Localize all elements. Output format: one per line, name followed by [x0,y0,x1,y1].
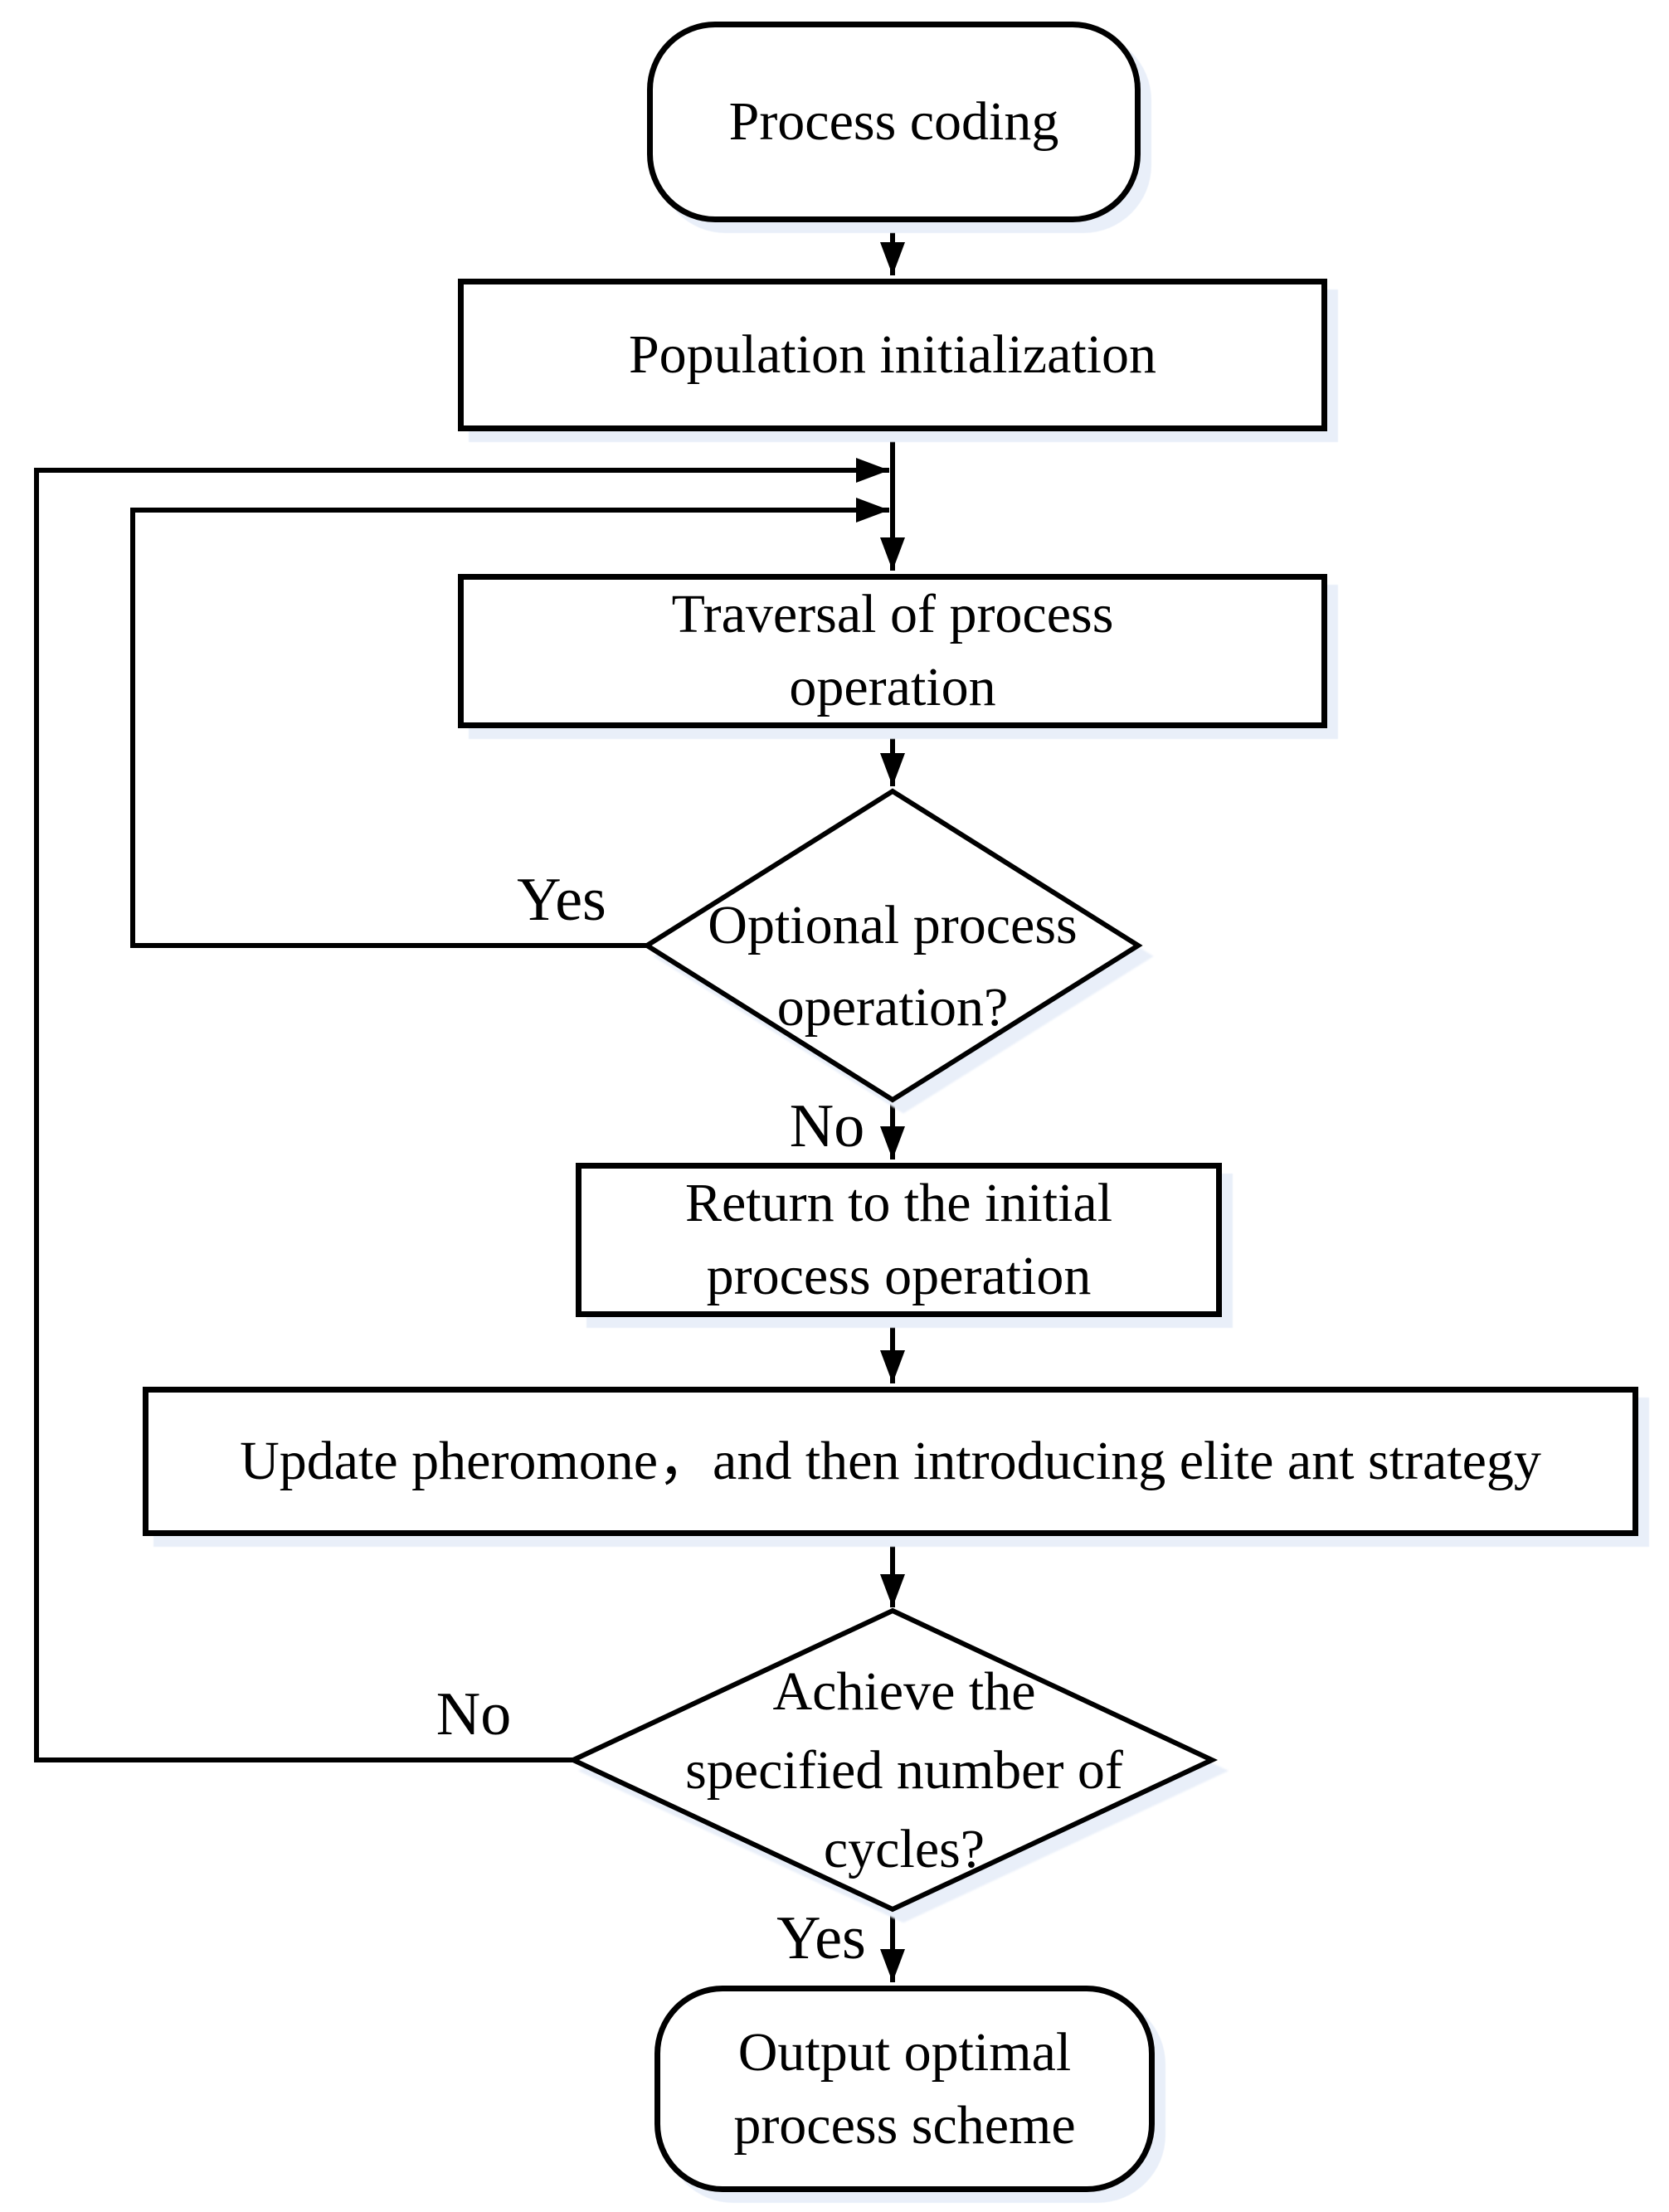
traversal-node: Traversal of process operation [458,574,1327,728]
update-pheromone-node: Update pheromone，and then introducing el… [143,1387,1638,1536]
decision1-line1: Optional process [708,895,1078,955]
process-coding-node: Process coding [647,22,1141,222]
decision1-no-label: No [789,1092,865,1160]
process-coding-label: Process coding [728,91,1059,153]
update-pheromone-label: Update pheromone，and then introducing el… [240,1431,1541,1492]
traversal-line1: Traversal of process [671,584,1114,645]
output-scheme-node: Output optimal process scheme [654,1986,1155,2192]
population-initialization-label: Population initialization [628,324,1157,386]
decision1-diamond [642,788,1143,1103]
output-scheme-label: Output optimal process scheme [733,2016,1075,2162]
return-initial-line1: Return to the initial [684,1173,1113,1234]
edge-decision1-yes-loop [130,498,889,948]
decision2-yes-label: Yes [776,1904,866,1972]
decision2-label: Achieve the specified number of cycles? [572,1652,1236,1889]
output-scheme-line2: process scheme [733,2094,1076,2156]
decision2-diamond [567,1607,1219,1913]
output-scheme-line1: Output optimal [737,2021,1072,2083]
decision2-line2: specified number of [685,1740,1123,1801]
decision1-label: Optional process operation? [577,884,1208,1048]
return-initial-line2: process operation [706,1246,1092,1306]
return-initial-label: Return to the initial process operation [685,1167,1112,1313]
decision2-no-label: No [435,1680,512,1748]
decision1-line2: operation? [776,977,1009,1038]
return-initial-node: Return to the initial process operation [576,1163,1222,1317]
traversal-line2: operation [789,657,996,717]
edge-decision2-no-loop [34,458,889,1762]
decision2-line1: Achieve the [772,1661,1036,1722]
population-initialization-node: Population initialization [458,279,1327,431]
traversal-label: Traversal of process operation [672,578,1114,724]
decision2-line3: cycles? [823,1819,985,1879]
decision1-yes-label: Yes [517,866,606,934]
